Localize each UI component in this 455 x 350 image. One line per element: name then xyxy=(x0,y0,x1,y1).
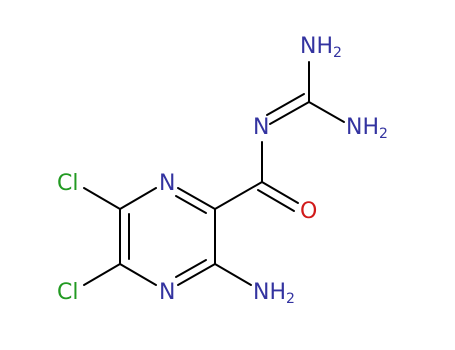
bond-c-n-imine-1 xyxy=(269,101,310,125)
nh2_right-main-text: NH xyxy=(346,115,379,140)
bond-n1-c6 xyxy=(119,187,157,210)
atom-label-o-carbonyl: O xyxy=(300,199,317,224)
bond-c-n-imine-2 xyxy=(266,93,305,116)
bonds-group xyxy=(83,61,345,286)
cl_bottom-main-text: Cl xyxy=(57,280,78,305)
bond-c-o-2 xyxy=(257,189,295,212)
bond-c2-n1 xyxy=(177,187,216,210)
bond-c5-cl xyxy=(83,263,121,286)
atom-label-n-ring-bottom: N xyxy=(159,280,175,305)
bond-c-o-1 xyxy=(261,181,299,204)
bond-c5-n4 xyxy=(119,263,157,286)
cl_top-main-text: Cl xyxy=(57,171,78,196)
bond-n4-c3-inner xyxy=(175,259,207,278)
atom-label-nh2-top: NH2 xyxy=(300,34,342,62)
bond-carbonyl-ring xyxy=(214,181,263,210)
o_carbonyl-main-text: O xyxy=(300,199,317,224)
bond-n4-c3 xyxy=(177,263,216,286)
nh2_right-subscript: 2 xyxy=(379,126,388,142)
n_ring_top-main-text: N xyxy=(159,171,175,196)
nh2_top-main-text: NH xyxy=(300,34,333,59)
bond-c6-cl xyxy=(83,187,121,210)
atom-label-n-ring-top: N xyxy=(159,171,175,196)
n_imine-main-text: N xyxy=(253,115,269,140)
n_ring_bottom-main-text: N xyxy=(159,280,175,305)
atom-labels: NH2 NH2 N N N O Cl Cl NH2 xyxy=(57,34,388,308)
atom-label-nh2-amino: NH2 xyxy=(253,280,295,308)
bond-c-nh2-right xyxy=(308,101,345,123)
bond-c3-nh2 xyxy=(214,263,252,286)
nh2_amino-main-text: NH xyxy=(253,280,286,305)
atom-label-cl-top: Cl xyxy=(57,171,78,196)
atom-label-nh2-right: NH2 xyxy=(346,115,388,143)
atom-label-n-imine: N xyxy=(253,115,269,140)
nh2_amino-subscript: 2 xyxy=(286,291,295,307)
bond-c2-n1-inner xyxy=(175,195,207,214)
nh2_top-subscript: 2 xyxy=(333,45,342,61)
atom-label-cl-bottom: Cl xyxy=(57,280,78,305)
